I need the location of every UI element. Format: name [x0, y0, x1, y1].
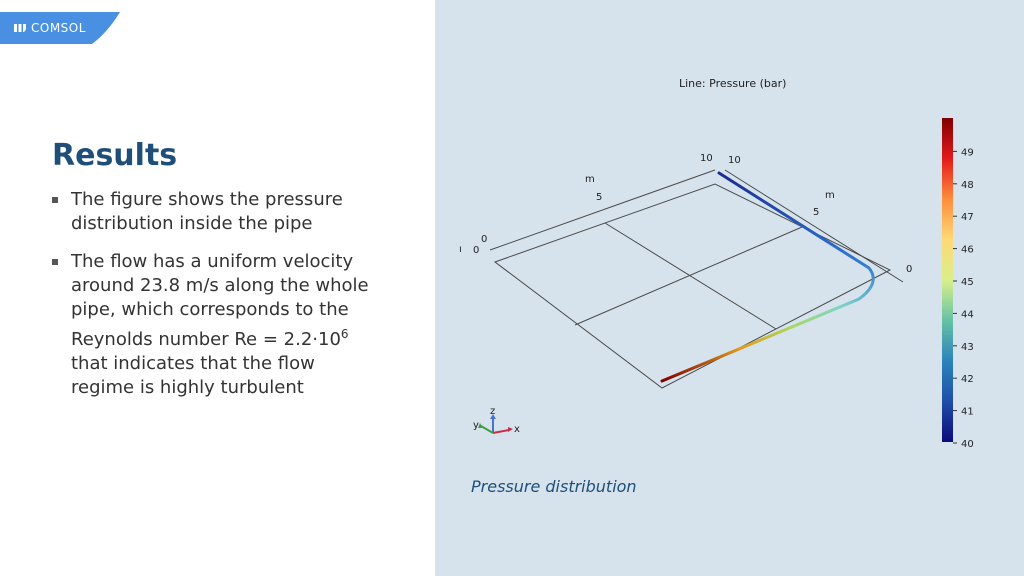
- triad-x-label: x: [514, 424, 520, 435]
- triad-y-label: y: [473, 420, 479, 431]
- pressure-plot: Line: Pressure (bar) 10 5 0 0 ı m 10 5 m…: [459, 77, 974, 450]
- tick-right-0: 0: [906, 264, 912, 275]
- axis-triad-icon: z x y: [473, 406, 520, 435]
- colorbar-tick-label: 41: [961, 407, 974, 418]
- bullet-square-icon: [52, 259, 58, 265]
- colorbar-tick-label: 44: [961, 309, 974, 320]
- axis-label-m-right: m: [825, 190, 835, 201]
- ground-grid: [489, 169, 904, 389]
- colorbar-tick-label: 43: [961, 342, 974, 353]
- tick-right-10: 10: [728, 155, 741, 166]
- tick-right-5: 5: [813, 207, 819, 218]
- tick-left-10: 10: [700, 153, 713, 164]
- slide-title: Results: [52, 138, 178, 173]
- bullet-list: The figure shows the pressure distributi…: [52, 188, 382, 414]
- colorbar: [942, 118, 953, 442]
- colorbar-tick-label: 40: [961, 439, 974, 450]
- axis-label-cut: ı: [459, 244, 462, 255]
- comsol-logo-icon: [14, 24, 26, 32]
- logo-tab: [0, 12, 120, 44]
- tick-left-0: 0: [481, 234, 487, 245]
- bullet-text: The flow has a uniform velocity around 2…: [71, 251, 369, 350]
- triad-z-label: z: [490, 406, 495, 417]
- tick-left-0b: 0: [473, 245, 479, 256]
- bullet-item: The flow has a uniform velocity around 2…: [52, 250, 382, 400]
- tick-left-5: 5: [596, 192, 602, 203]
- colorbar-ticks: 49 48 47 46 45 44 43 42 41 40: [953, 147, 974, 450]
- colorbar-tick-label: 46: [961, 245, 974, 256]
- plot-title: Line: Pressure (bar): [679, 77, 786, 90]
- colorbar-tick-label: 47: [961, 212, 974, 223]
- colorbar-tick-label: 42: [961, 374, 974, 385]
- bullet-item: The figure shows the pressure distributi…: [52, 188, 382, 236]
- figure-caption: Pressure distribution: [471, 477, 637, 496]
- colorbar-tick-label: 48: [961, 180, 974, 191]
- pipe-path: [660, 171, 875, 383]
- figure-panel: [435, 0, 1024, 576]
- axis-label-m-left: m: [585, 174, 595, 185]
- bullet-text: The figure shows the pressure distributi…: [71, 189, 343, 234]
- brand-logo-text: COMSOL: [31, 21, 86, 35]
- bullet-square-icon: [52, 197, 58, 203]
- colorbar-tick-label: 45: [961, 277, 974, 288]
- colorbar-tick-label: 49: [961, 147, 974, 158]
- bullet-text-continued: that indicates that the flow regime is h…: [71, 353, 315, 398]
- bullet-superscript: 6: [340, 327, 349, 341]
